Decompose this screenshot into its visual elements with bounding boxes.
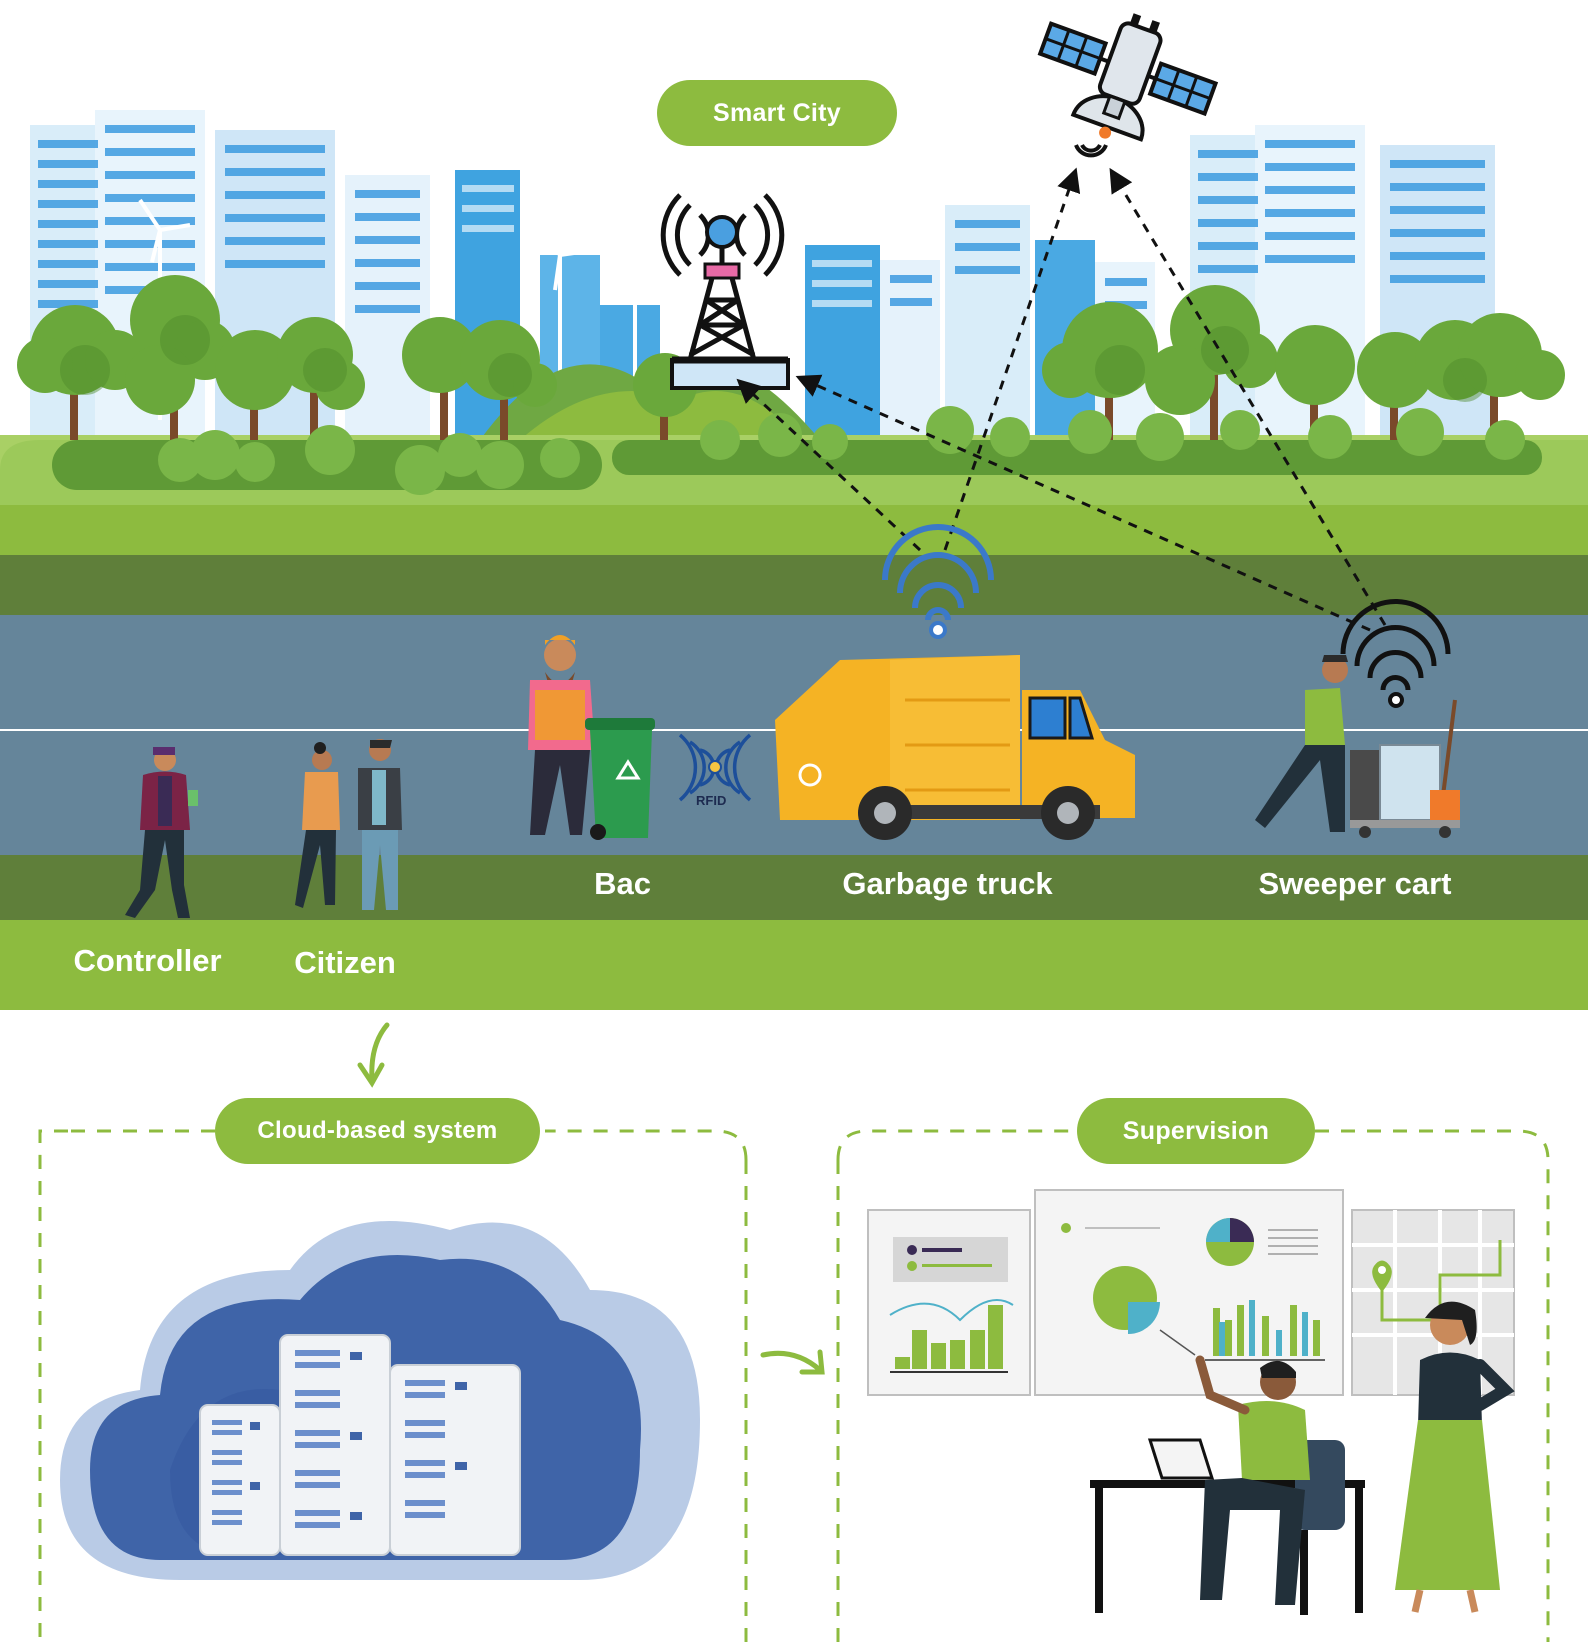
sweeper-worker bbox=[1255, 655, 1348, 832]
dashboard-panel-center bbox=[1034, 1189, 1344, 1396]
grass-strip bbox=[0, 920, 1588, 1010]
rfid-label: RFID bbox=[696, 793, 727, 808]
flow-arrow-down bbox=[357, 1022, 390, 1088]
controller-figure bbox=[125, 747, 198, 918]
supervisor-figure bbox=[1395, 1301, 1515, 1613]
server-racks bbox=[199, 1334, 521, 1556]
trees bbox=[17, 275, 1565, 495]
smart-city-title: Smart City bbox=[657, 80, 897, 146]
lower-sidewalk bbox=[0, 855, 1588, 920]
citizen-figures bbox=[295, 739, 402, 910]
sweeper-cart bbox=[1350, 699, 1460, 838]
label-controller: Controller bbox=[73, 943, 222, 978]
recycle-icon bbox=[615, 759, 641, 780]
cell-tower-icon bbox=[660, 193, 790, 390]
label-garbage-truck: Garbage truck bbox=[842, 866, 1053, 901]
label-sweeper-cart: Sweeper cart bbox=[1258, 866, 1452, 901]
satellite-icon bbox=[1037, 13, 1219, 142]
dashboard-panel-left bbox=[867, 1209, 1031, 1396]
truck-wifi-icon bbox=[882, 524, 994, 621]
satellite-signal-icon bbox=[1074, 143, 1108, 158]
supervision-label: Supervision bbox=[1077, 1098, 1315, 1164]
supervision-section-frame bbox=[836, 1129, 1550, 1642]
label-citizen: Citizen bbox=[294, 945, 396, 980]
rfid-icon bbox=[678, 733, 752, 802]
recycle-bin bbox=[585, 718, 655, 840]
worker-figure bbox=[528, 635, 595, 835]
map-pin-icon bbox=[1372, 1260, 1392, 1292]
cloud-section-frame bbox=[38, 1129, 748, 1642]
analyst-figure bbox=[1090, 1355, 1365, 1615]
flow-arrow-right bbox=[760, 1349, 825, 1375]
upper-sidewalk bbox=[0, 555, 1588, 615]
cloud-based-system-label: Cloud-based system bbox=[215, 1098, 540, 1164]
label-bin: Bac bbox=[594, 866, 651, 901]
garbage-truck bbox=[775, 655, 1135, 840]
communication-links bbox=[736, 167, 1387, 632]
cart-wifi-icon bbox=[1340, 599, 1451, 691]
